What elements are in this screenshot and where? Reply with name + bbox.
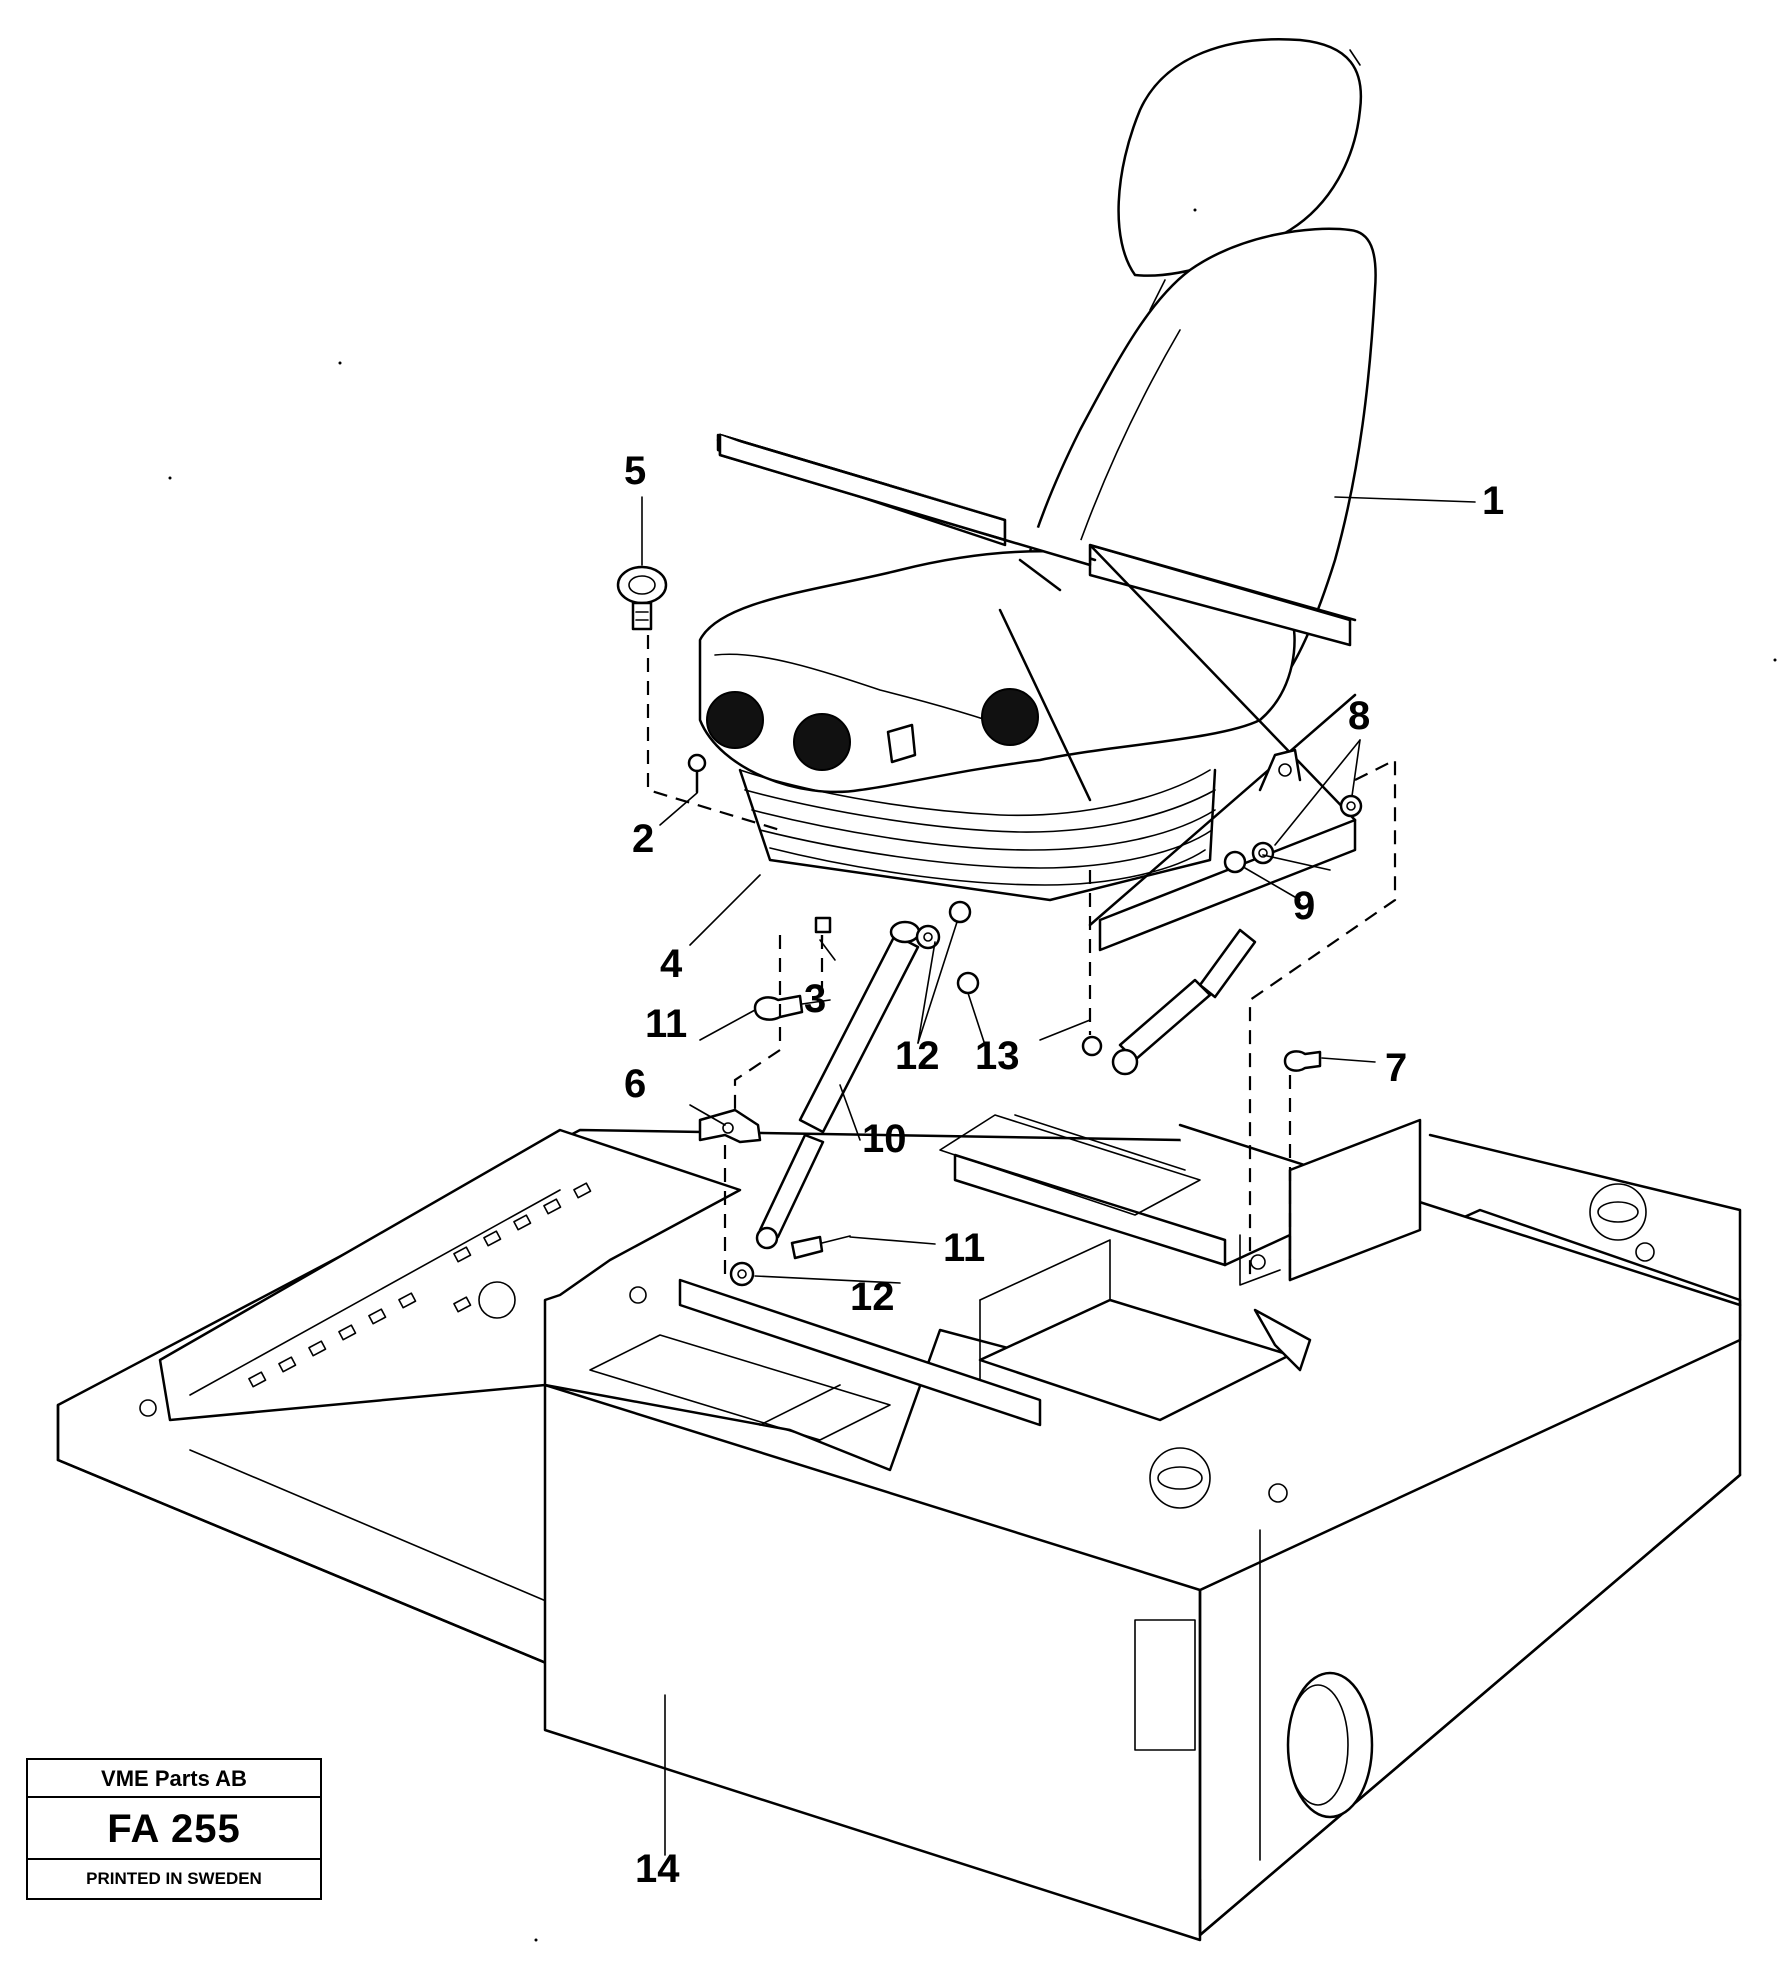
slide-plate-body <box>718 433 1357 802</box>
part-label-7: 7 <box>1385 1046 1407 1090</box>
part-label-9: 9 <box>1293 884 1315 928</box>
d-ring-icon <box>616 565 668 605</box>
title-block-company: VME Parts AB <box>28 1760 320 1798</box>
part-label-12-lower: 12 <box>850 1275 895 1319</box>
part-label-14: 14 <box>635 1847 680 1891</box>
leader-lines <box>641 496 1476 1856</box>
title-block-code: FA 255 <box>28 1798 320 1860</box>
adjust-knob-3 <box>981 688 1039 746</box>
assembly-lines <box>646 635 1397 1280</box>
adjust-knob-1 <box>706 691 764 749</box>
title-block: VME Parts AB FA 255 PRINTED IN SWEDEN <box>26 1758 322 1900</box>
part-label-2: 2 <box>632 817 654 861</box>
fasteners <box>616 565 1363 1287</box>
adjust-knob-2 <box>793 713 851 771</box>
part-label-13: 13 <box>975 1034 1020 1078</box>
cab-floor-base <box>56 1123 1742 1942</box>
seat-mounting-rails <box>678 1114 1422 1427</box>
part-label-11-upper: 11 <box>645 1002 687 1046</box>
part-label-12-upper: 12 <box>895 1034 940 1078</box>
part-label-5: 5 <box>624 449 646 493</box>
part-label-11-lower: 11 <box>943 1226 985 1270</box>
title-block-printed: PRINTED IN SWEDEN <box>86 1869 262 1888</box>
part-label-4: 4 <box>660 942 683 986</box>
gas-struts <box>755 920 1257 1250</box>
scan-specks <box>168 208 1777 1942</box>
part-number-labels: 1 2 3 4 5 6 7 8 9 10 11 11 12 12 13 14 <box>624 449 1504 1891</box>
part-label-8: 8 <box>1348 694 1370 738</box>
part-label-6: 6 <box>624 1062 646 1106</box>
part-label-10: 10 <box>862 1117 907 1161</box>
part-label-3: 3 <box>804 977 826 1021</box>
part-label-1: 1 <box>1482 479 1504 523</box>
